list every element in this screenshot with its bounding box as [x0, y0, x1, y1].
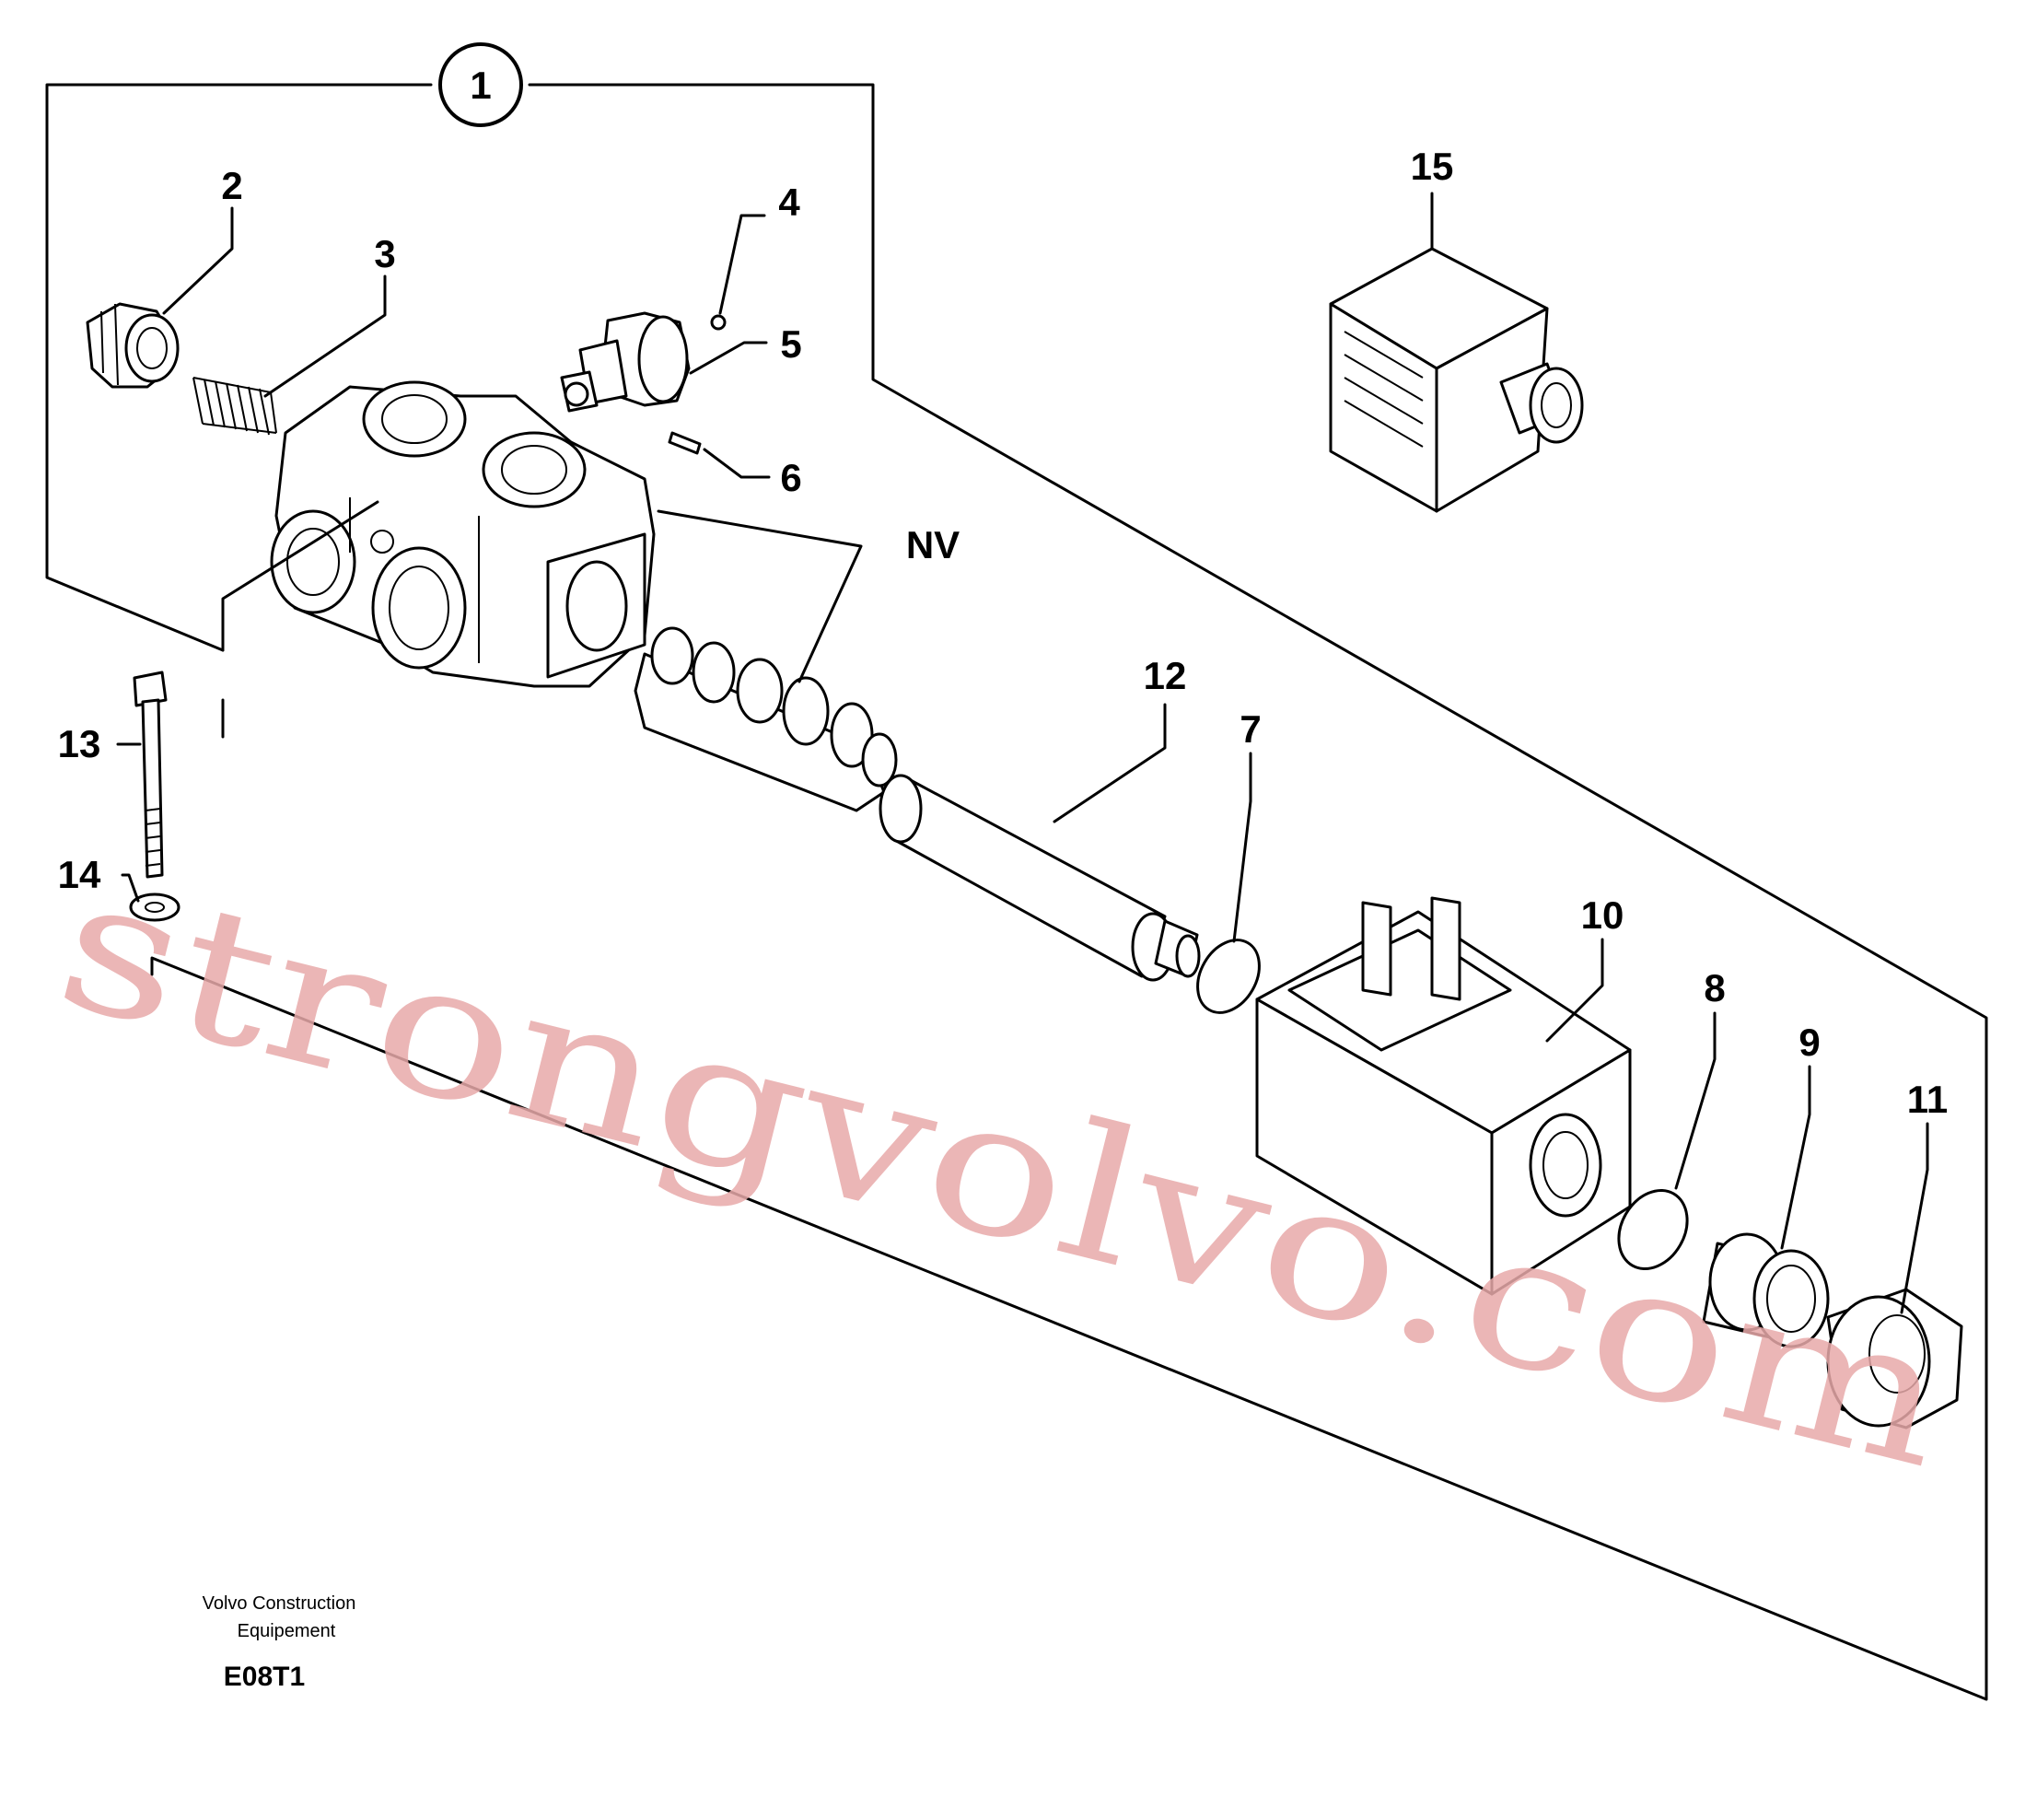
callout-1[interactable]: 1 — [438, 42, 523, 127]
callout-5[interactable]: 5 — [780, 322, 801, 366]
callout-nv[interactable]: NV — [906, 523, 960, 566]
part-3-spring[interactable] — [192, 377, 277, 436]
figure-code: E08T1 — [224, 1662, 305, 1692]
callout-4[interactable]: 4 — [778, 181, 800, 224]
leader-5 — [689, 341, 768, 375]
callout-15[interactable]: 15 — [1411, 145, 1454, 188]
part-8-o-ring[interactable] — [1605, 1178, 1701, 1281]
callout-8[interactable]: 8 — [1704, 966, 1725, 1009]
leader-9 — [1780, 1065, 1811, 1250]
part-13-bolt[interactable] — [133, 671, 168, 879]
callout-10[interactable]: 10 — [1581, 893, 1624, 937]
leader-6 — [703, 448, 771, 479]
leader-14 — [121, 873, 140, 903]
watermark: strongvolvo.com — [40, 834, 1968, 1510]
part-11-end-nut[interactable] — [1826, 1288, 1963, 1429]
part-12-tube[interactable] — [879, 774, 1201, 982]
callout-13[interactable]: 13 — [58, 722, 101, 765]
part-14-washer[interactable] — [129, 892, 180, 922]
footer-company-line1: Volvo Construction — [203, 1593, 356, 1614]
callout-12[interactable]: 12 — [1144, 654, 1187, 697]
leader-nv — [657, 509, 863, 683]
callout-2[interactable]: 2 — [221, 164, 242, 207]
svg-text:1: 1 — [470, 64, 491, 107]
part-4-ball[interactable] — [710, 314, 727, 331]
part-10-solenoid-coil[interactable] — [1255, 896, 1632, 1296]
leader-4 — [718, 214, 766, 315]
leader-3 — [263, 274, 387, 398]
callout-7[interactable]: 7 — [1240, 707, 1261, 751]
leader-8 — [1674, 1011, 1717, 1190]
callout-3[interactable]: 3 — [374, 232, 395, 275]
nv-spool[interactable] — [634, 626, 898, 812]
part-2-cap-nut[interactable] — [86, 302, 180, 389]
part-7-o-ring[interactable] — [1185, 929, 1272, 1024]
valve-body[interactable] — [270, 380, 656, 688]
leader-11 — [1900, 1122, 1929, 1314]
leader-12 — [1053, 703, 1167, 823]
leader-7 — [1232, 752, 1252, 943]
callout-11[interactable]: 11 — [1907, 1078, 1948, 1121]
callout-6[interactable]: 6 — [780, 456, 801, 499]
callout-9[interactable]: 9 — [1798, 1021, 1820, 1064]
part-5-cartridge[interactable] — [560, 311, 691, 413]
assembly-reference-lines — [221, 500, 379, 739]
part-15-connector-plug[interactable] — [1329, 247, 1584, 513]
footer-company-line2: Equipement — [238, 1621, 336, 1641]
part-6-pin[interactable] — [668, 431, 702, 455]
leader-2 — [162, 206, 234, 315]
leader-10 — [1545, 938, 1604, 1043]
part-9-sleeve[interactable] — [1702, 1232, 1830, 1348]
callout-14[interactable]: 14 — [58, 853, 101, 896]
assembly-frame — [45, 83, 1988, 1701]
